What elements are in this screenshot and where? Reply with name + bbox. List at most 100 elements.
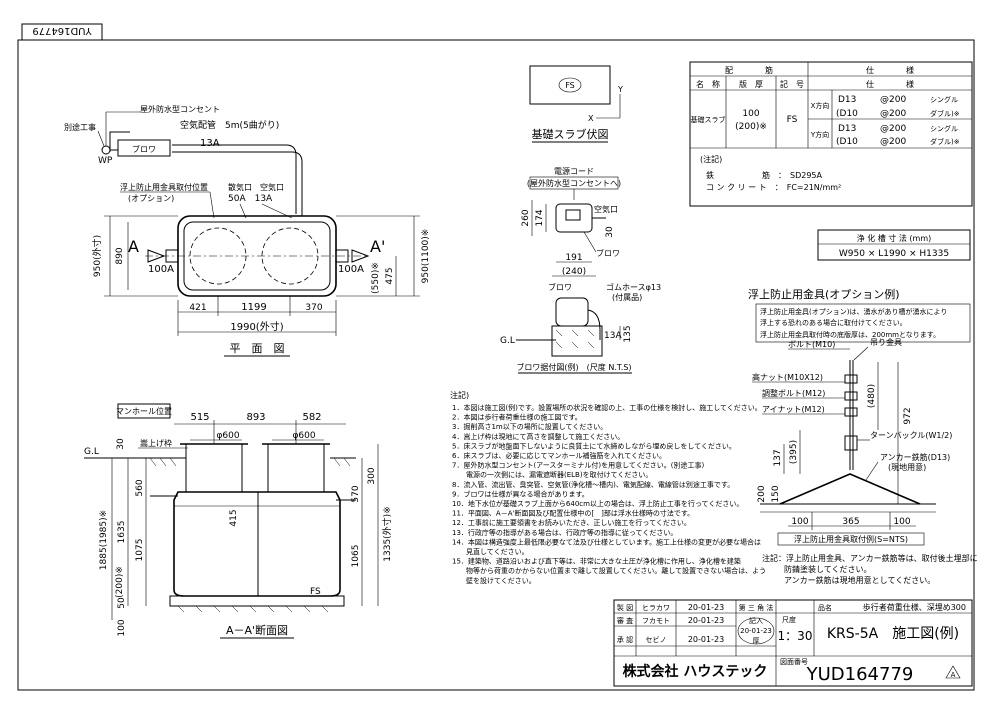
blower-hose-label: ゴムホースφ13 xyxy=(606,282,661,292)
note-item: 8．流入管、流出管、臭突管、空気管(浄化槽～槽内)、電気配線、電線管は別途工事で… xyxy=(452,480,734,489)
tb-stamp-2: 20-01-23 xyxy=(740,627,772,635)
plan-dim-550: (550)※ xyxy=(371,262,381,294)
spec-r1-pitch: @200 xyxy=(880,95,906,105)
plan-blower-box xyxy=(117,139,171,157)
note-item: 6．床スラブは、必要に応じてマンホール補強筋を入れてください。 xyxy=(452,451,666,460)
anchor-caption: 浮上防止用金具取付例(S=NTS) xyxy=(794,534,908,544)
blower-pipe-label: 13A xyxy=(604,331,622,341)
slab-x-label: X xyxy=(588,114,594,123)
plan-dim-1990: 1990(外寸) xyxy=(230,320,283,333)
tank-size-frame xyxy=(817,229,971,261)
blower-cord-dest: (屋外防水型コンセントへ) xyxy=(527,178,621,188)
plan-dim-950-1100: 950(1100)※ xyxy=(421,229,431,284)
anchor-bolt-label: ボルト(M10) xyxy=(788,340,835,349)
section-dim-582: 582 xyxy=(302,412,321,423)
anchor-desc-2: 浮上する恐れのある場合に取付けてください。 xyxy=(760,318,907,327)
note-item: 壁を設けてください。 xyxy=(452,576,536,585)
anchor-note-2: 防錆塗装してください。 xyxy=(784,564,872,574)
plan-port-leader-1 xyxy=(239,203,247,219)
spec-col-code: 記 号 xyxy=(780,79,804,89)
anchor-note-1: 注記：浮上防止用金具、アンカー鉄筋等は、取付後土埋部に xyxy=(762,553,978,563)
blower-hose-accessory: (付属品) xyxy=(612,292,642,302)
tb-dwg-label: 図面番号 xyxy=(780,658,808,666)
spec-note-steel: 鉄 筋 ： SD295A xyxy=(706,170,823,180)
tb-check-date: 20-01-23 xyxy=(688,616,724,625)
tb-rev-mark: A xyxy=(951,671,956,679)
corner-label-box xyxy=(21,23,103,41)
plan-outlet-size: 100A xyxy=(338,264,364,275)
anchor-dim-972: 972 xyxy=(903,407,913,424)
plan-outlet-arrow xyxy=(351,249,370,263)
slab-rect xyxy=(529,65,611,105)
spec-thickness-1: 100 xyxy=(742,109,759,119)
tb-product: KRS-5A 施工図(例) xyxy=(827,626,959,642)
spec-header-rebar: 配 筋 xyxy=(725,65,773,75)
spec-header-spec: 仕 様 xyxy=(866,65,914,75)
title-block: 製 図 ヒラカワ 20-01-23 審 査 フカモト 20-01-23 承 認 … xyxy=(613,599,973,687)
section-dim-415: 415 xyxy=(229,509,239,526)
anchor-hanging-label: 吊り金具 xyxy=(870,337,902,347)
tb-stamp-1: 記入 xyxy=(749,616,763,625)
note-item: 11．平面図、A－A'断面図及び配置仕様中の[ ]部は浮水仕様時の寸法です。 xyxy=(452,509,694,518)
anchor-rebar-v xyxy=(779,473,921,505)
anchor-dim-137: 137 xyxy=(773,449,783,466)
general-notes: 注記) 1．本図は施工図(例)です。設置場所の状況を確認の上、工事の仕様を検討し… xyxy=(450,390,766,585)
tb-approve-date: 20-01-23 xyxy=(688,635,724,644)
section-manhole-box xyxy=(117,403,171,419)
blower-dim-30: 30 xyxy=(605,226,615,238)
plan-wp-label: WP xyxy=(98,156,113,166)
tb-approve-label: 承 認 xyxy=(617,635,633,644)
anchor-turnbuckle-label: ターンバックル(W1/2) xyxy=(870,431,952,440)
anchor-dim-200: 200 xyxy=(757,485,767,502)
tb-dwg-no: YUD164779 xyxy=(806,664,914,685)
slab-plan: FS Y X 基礎スラブ伏図 xyxy=(529,65,623,143)
section-dim-570: 570 xyxy=(351,485,361,502)
corner-drawing-number: YUD164779 xyxy=(32,25,92,36)
anchor-detail: 浮上防止用金具(オプション例) 浮上防止用金具(オプション)は、湧水があり槽が湧… xyxy=(748,287,978,585)
blower-top-detail xyxy=(565,209,581,221)
blower-dim-240: (240) xyxy=(562,267,586,277)
tb-stamp xyxy=(737,617,775,645)
tb-draw-date: 20-01-23 xyxy=(688,603,724,612)
tb-scale: 1：30 xyxy=(778,629,813,643)
blower-air-port-label: 空気口 xyxy=(594,204,618,214)
tb-spec-line: 歩行者荷重仕様、深埋め300 xyxy=(863,602,966,612)
note-item: 15．建築物、道路沿いおよび直下等は、非常に大きな土圧が浄化槽に作用し、浄化槽を… xyxy=(452,557,741,566)
tb-company: 株式会社 ハウステック xyxy=(623,663,768,680)
note-item: 電源の一次側には、漏電遮断器(ELB)を取付けてください。 xyxy=(452,470,652,479)
tb-name-label: 品名 xyxy=(818,603,832,612)
plan-dim-421: 421 xyxy=(189,303,206,313)
blower-dim-135: 135 xyxy=(623,325,633,342)
blower-details: 電源コード (屋外防水型コンセントへ) 空気口 ブロワ 260 174 30 1… xyxy=(500,167,661,374)
note-item: 12．工事前に施工要領書をお読みいただき、正しい施工を行ってください。 xyxy=(452,518,691,527)
section-slab xyxy=(169,595,345,607)
note-item: 2．本図は歩行者荷重仕様の施工図です。 xyxy=(452,413,582,422)
note-item: 14．本図は構造強度上最低限必要なて法及び仕様としています。施工上仕様の変更が必… xyxy=(452,537,761,546)
blower-base-hatch xyxy=(555,329,595,349)
plan-section-a-prime: A' xyxy=(370,237,385,256)
spec-note-title: (注記) xyxy=(700,154,722,164)
tb-draw-name: ヒラカワ xyxy=(642,604,670,612)
section-phi600-right: φ600 xyxy=(292,431,315,441)
blower-cord-label: 電源コード xyxy=(554,167,594,176)
spec-r3-pitch: @200 xyxy=(880,124,906,134)
tb-rev-triangle xyxy=(945,665,961,679)
plan-dim-890: 890 xyxy=(115,247,125,264)
tank-size-value: W950 × L1990 × H1335 xyxy=(839,249,949,259)
anchor-caption-box xyxy=(777,532,925,546)
spec-thickness-2: (200)※ xyxy=(735,122,767,132)
note-item: 10．地下水位が基礎スラブ上面から640cm以上の場合は、浮上防止工事を行ってく… xyxy=(452,499,743,508)
blower-label-2: ブロワ xyxy=(548,282,572,292)
note-item: 9．ブロワは仕様が異なる場合があります。 xyxy=(452,489,589,498)
spec-r2-bar: (D10 xyxy=(836,109,858,119)
anchor-eye-nut-label: アイナット(M12) xyxy=(762,405,825,414)
section-dim-200: (200)※ xyxy=(115,566,125,598)
tb-scale-label: 尺度 xyxy=(782,615,796,624)
spec-y-dir: Y方向 xyxy=(810,130,829,139)
plan-air-pipe-2 xyxy=(172,144,297,214)
spec-r1-bar: D13 xyxy=(838,95,856,105)
tb-draw-label: 製 図 xyxy=(617,603,633,612)
anchor-adj-bolt xyxy=(844,391,858,401)
section-riser-left xyxy=(185,443,243,493)
